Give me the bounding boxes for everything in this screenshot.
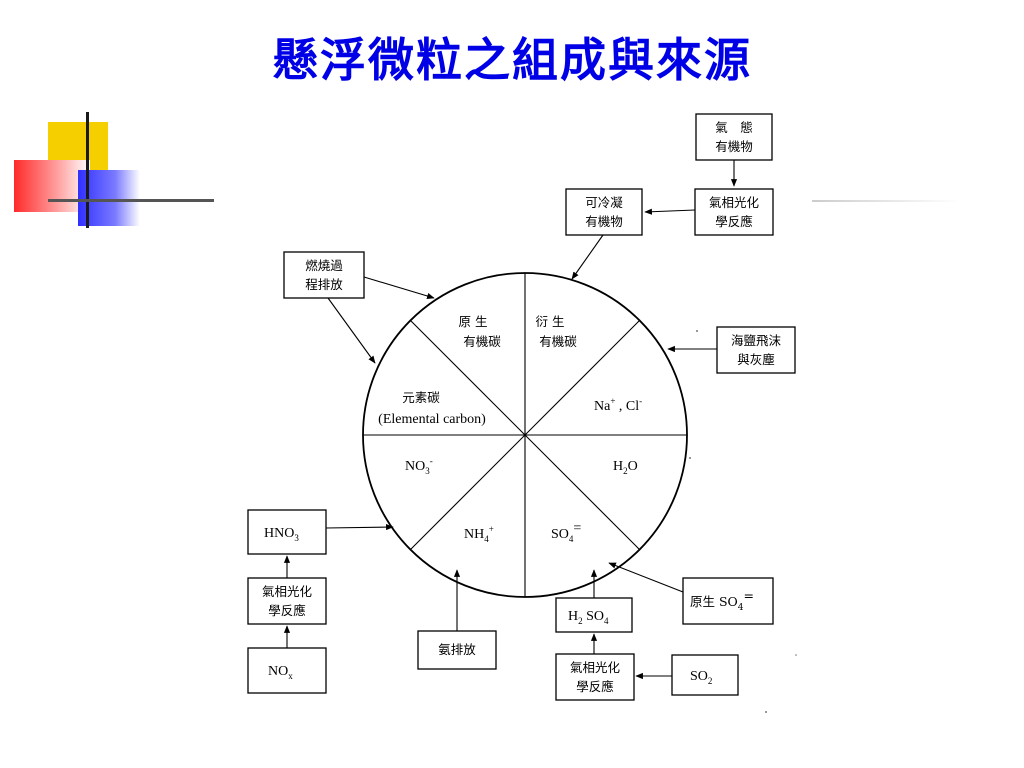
photochem-left-label-2: 學反應: [268, 603, 306, 618]
sea-salt-label-2: 與灰塵: [737, 352, 775, 367]
so4-label: SO4=: [551, 521, 581, 544]
sea-salt-label-1: 海鹽飛沫: [731, 333, 782, 348]
nox-box: [247, 647, 327, 694]
primary-sulfate-box: [682, 577, 774, 625]
no3-label: NO3-: [405, 456, 433, 476]
gaseous-organics-label-2: 有機物: [715, 139, 753, 154]
photochem-top-label-2: 學反應: [715, 214, 753, 229]
primary-oc-label-1: 原 生: [459, 314, 488, 329]
ec-label-2: (Elemental carbon): [378, 412, 486, 427]
nh4-label: NH4+: [464, 524, 494, 544]
arrow-primary-sulfate-to-circle: [608, 562, 684, 593]
photochem-bottom-label-1: 氣相光化: [570, 660, 621, 675]
sector-elemental-carbon: 元素碳 (Elemental carbon): [378, 390, 486, 427]
hno3-box: [247, 509, 327, 555]
sector-water: H2O: [613, 459, 638, 476]
primary-sulfate-label: 原生 SO4=: [690, 588, 754, 613]
slide-title: 懸浮微粒之組成與來源: [272, 33, 752, 87]
condensable-label-2: 有機物: [585, 214, 623, 229]
sector-nitrate: NO3-: [405, 456, 433, 476]
sector-sulfate: SO4=: [551, 521, 581, 544]
h2o-label: H2O: [613, 459, 638, 476]
speck: [765, 711, 767, 713]
h2so4-label: H2 SO4: [568, 609, 609, 626]
photochem-left-box: [247, 577, 327, 625]
condensable-organics-box: [565, 188, 643, 236]
sector-ammonium: NH4+: [464, 524, 494, 544]
condensable-label-1: 可冷凝: [585, 195, 623, 210]
speck: [795, 654, 797, 656]
decor-faint-line: [812, 200, 960, 202]
decor-vertical-line: [86, 112, 89, 228]
sea-salt-dust-box: [716, 326, 796, 374]
so2-label: SO2: [690, 669, 712, 686]
so2-box: [671, 654, 739, 696]
speck: [689, 457, 691, 459]
ammonia-label: 氨排放: [438, 642, 476, 657]
decor-red-square: [14, 160, 90, 212]
nox-label: NOx: [268, 664, 293, 681]
photochem-top-label-1: 氣相光化: [709, 195, 760, 210]
combustion-label-1: 燃燒過: [305, 258, 343, 273]
combustion-emissions-box: [283, 251, 365, 299]
ec-label-1: 元素碳: [402, 390, 440, 405]
h2so4-box: [555, 597, 633, 633]
combustion-label-2: 程排放: [305, 277, 343, 292]
hno3-label: HNO3: [264, 526, 299, 543]
secondary-oc-label-2: 有機碳: [539, 334, 577, 349]
gaseous-organics-label-1: 氣 態: [715, 120, 753, 135]
arrow-hno3-to-circle: [325, 524, 394, 531]
photochem-top-box: [694, 188, 774, 236]
secondary-oc-label-1: 衍 生: [536, 314, 565, 329]
photochem-left-label-1: 氣相光化: [262, 584, 313, 599]
na-cl-label: Na+ , Cl-: [594, 396, 642, 414]
photochem-bottom-label-2: 學反應: [576, 679, 614, 694]
sector-secondary-organic-carbon: 衍 生 有機碳: [536, 314, 578, 349]
speck: [696, 330, 698, 332]
arrow-combustion-to-ec: [327, 297, 376, 364]
sector-primary-organic-carbon: 原 生 有機碳: [459, 314, 502, 349]
gaseous-organics-box: [695, 113, 773, 161]
primary-oc-label-2: 有機碳: [463, 334, 501, 349]
arrow-photochem-to-condensable: [644, 208, 696, 215]
arrow-combustion-to-primary-oc: [363, 276, 435, 299]
photochem-bottom-box: [555, 653, 635, 701]
sector-sea-salt-ions: Na+ , Cl-: [594, 396, 642, 414]
arrow-condensable-to-circle: [571, 234, 604, 280]
ammonia-emissions-box: [417, 630, 497, 670]
decor-horizontal-line: [48, 199, 214, 202]
